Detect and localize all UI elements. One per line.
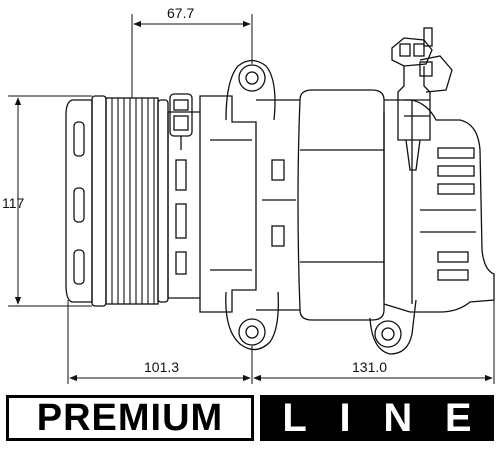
dimension-bottom-right-value: 131.0 [352,359,387,375]
cylinder-body [256,89,385,321]
compressor-drawing: 67.7 117 101.3 131.0 [2,5,495,384]
pulley-grooves [111,98,155,304]
line-letter-e: E [444,396,472,440]
dimension-bottom: 101.3 131.0 [67,300,495,384]
dimension-bottom-left-value: 101.3 [144,359,179,375]
mounting-ears [225,59,417,355]
premium-label-box: PREMIUM [6,395,254,441]
dimension-top-value: 67.7 [167,5,194,21]
line-label-box: L I N E [260,395,494,441]
premium-label: PREMIUM [36,397,224,439]
line-letter-n: N [383,396,413,440]
front-housing [167,93,257,313]
line-letter-i: I [339,396,351,440]
line-letter-l: L [282,396,307,440]
dimension-top: 67.7 [131,5,253,98]
clutch-pulley [65,95,169,307]
dimension-left-value: 117 [2,195,25,211]
control-valve-connector [391,27,453,171]
dimension-left: 117 [2,95,92,307]
rear-head [383,99,495,313]
premium-line-banner: PREMIUM L I N E [0,387,500,449]
